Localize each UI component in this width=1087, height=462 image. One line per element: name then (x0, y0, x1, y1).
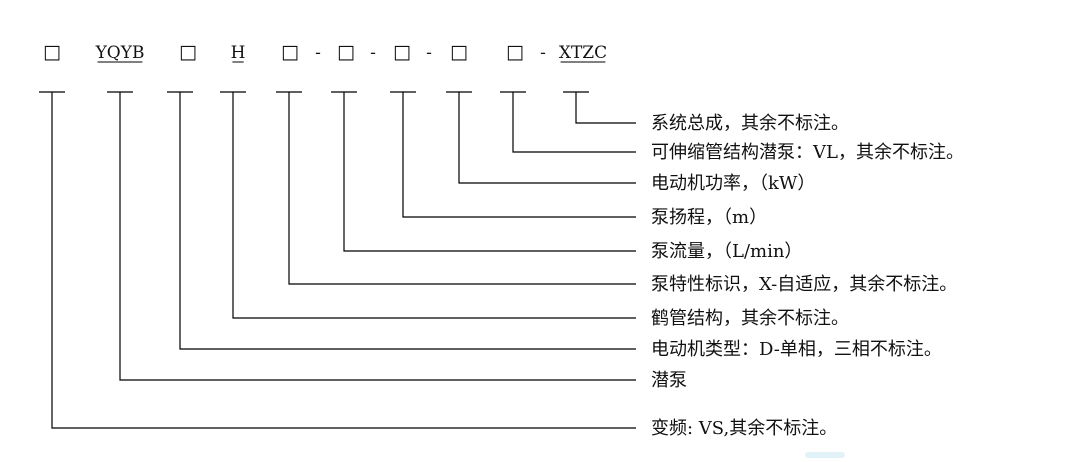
code-token-box5: □ (393, 41, 411, 63)
description-label: 电动机功率，（kW） (651, 173, 815, 194)
leader-line (179, 92, 636, 350)
leader-line (288, 92, 636, 285)
code-token-yqyb: YQYB (95, 43, 145, 63)
code-token-box2: □ (179, 41, 197, 63)
code-token-box1: □ (43, 41, 61, 63)
code-token-dash1: - (315, 43, 321, 63)
leader-line (575, 92, 636, 124)
description-label: 泵流量，（L/min） (651, 241, 802, 262)
code-token-box7: □ (506, 41, 524, 63)
description-label: 泵扬程，（m） (651, 207, 767, 228)
leader-line (51, 92, 636, 429)
code-token-dash3: - (426, 43, 432, 63)
description-label: 变频: VS,其余不标注。 (651, 418, 837, 439)
code-token-dash2: - (370, 43, 376, 63)
leader-line (119, 92, 636, 381)
code-token-h: H (231, 43, 246, 63)
leader-line (512, 92, 636, 153)
description-label: 电动机类型：D-单相，三相不标注。 (651, 339, 942, 360)
code-token-xtzc: XTZC (559, 43, 607, 63)
code-token-box4: □ (337, 41, 355, 63)
description-label: 鹤管结构，其余不标注。 (651, 308, 849, 329)
leader-line (232, 92, 636, 319)
leader-line (402, 92, 636, 218)
description-label: 可伸缩管结构潜泵：VL，其余不标注。 (651, 142, 964, 163)
description-label: 泵特性标识，X-自适应，其余不标注。 (651, 274, 957, 295)
description-label: 系统总成，其余不标注。 (651, 113, 849, 134)
code-token-box3: □ (281, 41, 299, 63)
description-label: 潜泵 (651, 370, 687, 391)
leader-line (343, 92, 636, 252)
code-token-box6: □ (450, 41, 468, 63)
code-token-dash4: - (540, 43, 546, 63)
leader-line (458, 92, 636, 184)
decorative-highlight (805, 452, 845, 458)
